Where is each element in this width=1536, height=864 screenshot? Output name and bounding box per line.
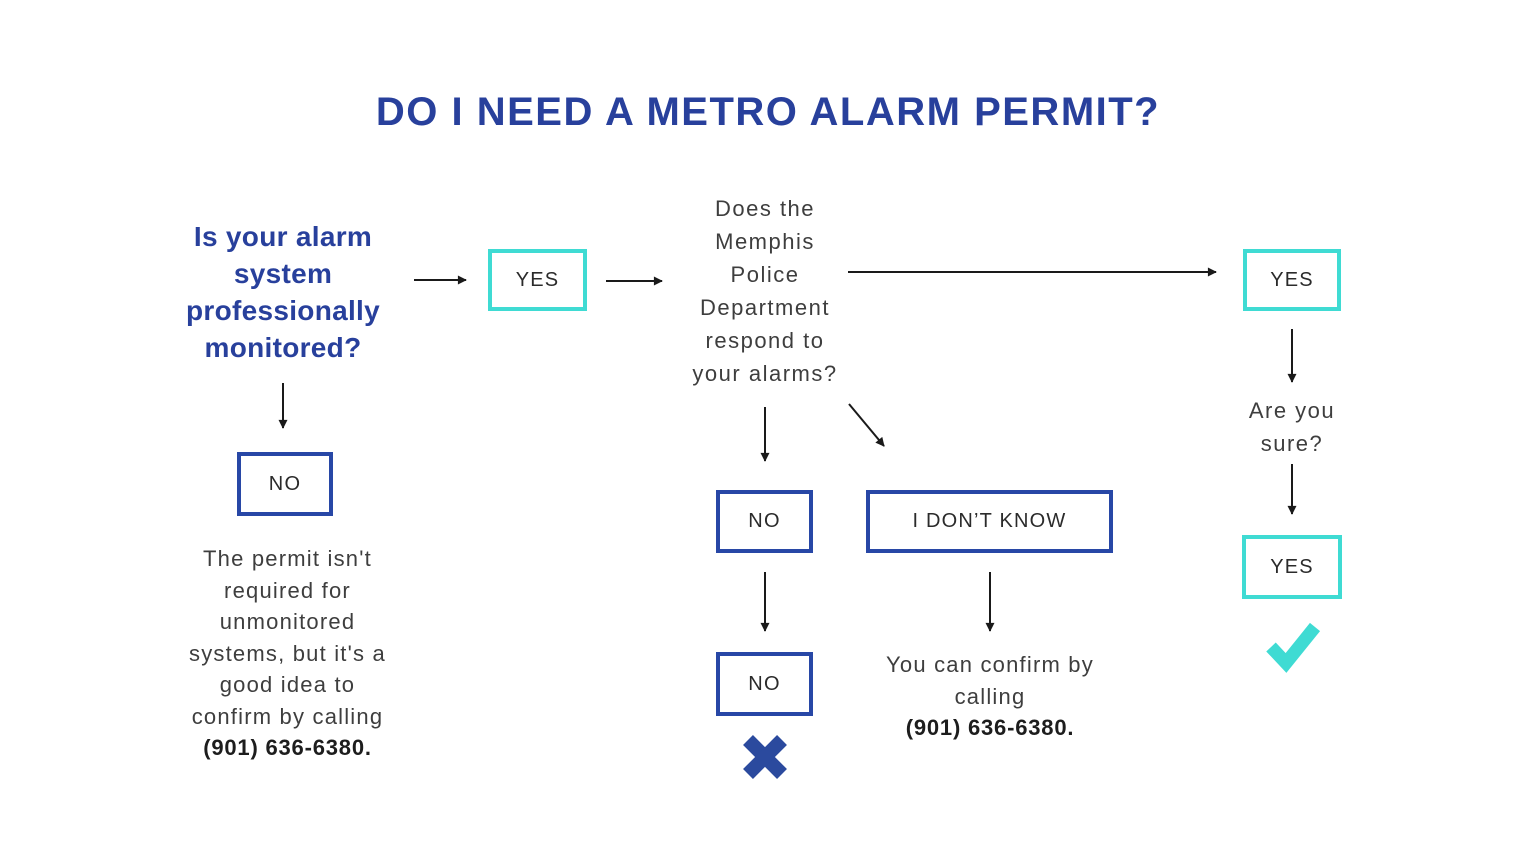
yes-box-first-label: YES: [515, 268, 560, 291]
yes-box-right-top-label: YES: [1270, 268, 1314, 291]
no-box-final-label: NO: [748, 672, 781, 695]
page-title: DO I NEED A METRO ALARM PERMIT?: [375, 90, 1161, 134]
yes-box-right-bottom: YES: [1242, 535, 1342, 599]
outcome-confirm-text: You can confirm by calling: [886, 652, 1094, 709]
question-are-you-sure: Are you sure?: [1248, 398, 1336, 456]
dont-know-box-label: I DON’T KNOW: [912, 510, 1067, 532]
no-box-left-label: NO: [268, 472, 302, 495]
question-professionally-monitored: Is your alarm system professionally moni…: [185, 221, 381, 363]
phone-number-left: (901) 636-6380.: [203, 735, 372, 760]
outcome-confirm: You can confirm by calling (901) 636-638…: [858, 649, 1122, 744]
phone-number-middle: (901) 636-6380.: [905, 715, 1075, 740]
no-box-middle-label: NO: [748, 510, 781, 532]
no-box-left: NO: [237, 452, 333, 516]
x-mark-icon: [743, 735, 787, 779]
question-mpd-respond: Does the Memphis Police Department respo…: [692, 196, 838, 386]
outcome-unmonitored-text: The permit isn't required for unmonitore…: [189, 546, 386, 729]
no-box-final: NO: [716, 652, 813, 716]
check-mark-icon: [1266, 622, 1321, 673]
dont-know-box: I DON’T KNOW: [866, 490, 1113, 553]
yes-box-right-top: YES: [1243, 249, 1341, 311]
no-box-middle: NO: [716, 490, 813, 553]
yes-box-right-bottom-label: YES: [1270, 555, 1314, 578]
yes-box-first: YES: [488, 249, 587, 311]
arrow-q2-to-dont-know: [848, 403, 885, 447]
outcome-unmonitored: The permit isn't required for unmonitore…: [160, 543, 415, 764]
